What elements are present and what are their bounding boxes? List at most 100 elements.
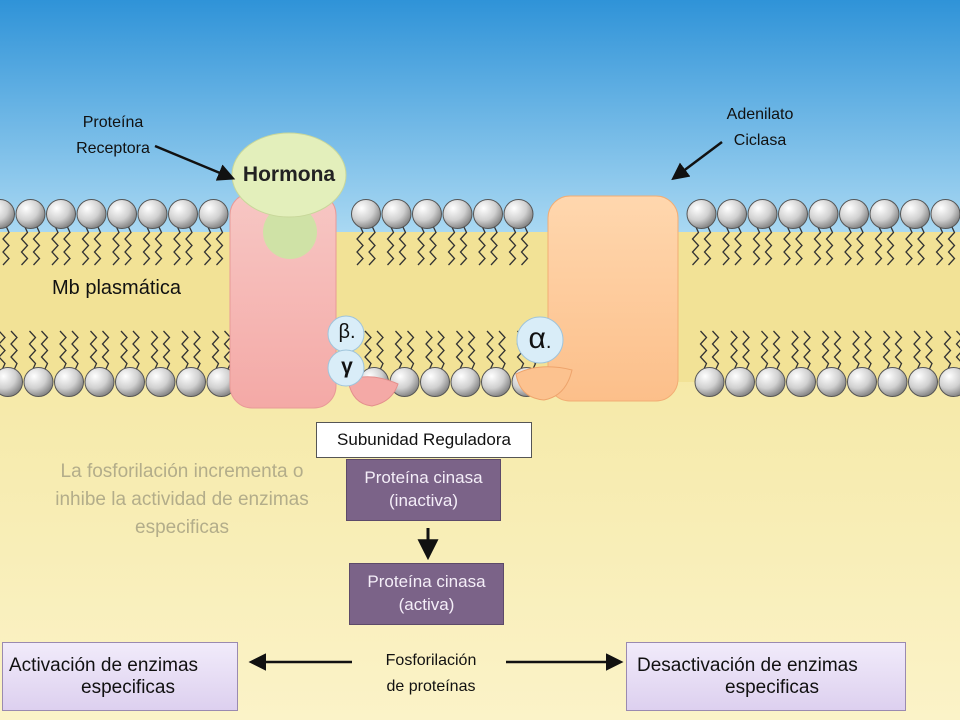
lipid-head (900, 199, 930, 229)
gamma-subunit (327, 349, 365, 387)
lipid-tail (28, 330, 37, 371)
lipid-head (137, 199, 168, 229)
lipid-head (503, 199, 534, 229)
lipid-tail (398, 225, 407, 266)
lipid-tail (825, 225, 834, 266)
lipid-tail (193, 330, 201, 371)
lipid-tail (93, 225, 102, 266)
alpha-fragment (515, 366, 573, 401)
lipid-tail (833, 330, 842, 371)
adenylate-cyclase-protein (547, 195, 679, 402)
lipid-tail (925, 330, 933, 371)
lipid-tail (905, 225, 913, 266)
lipid-tails (0, 225, 960, 371)
lipid-head (816, 367, 847, 397)
lipid-tail (874, 225, 883, 266)
lipid-tail (852, 330, 860, 371)
lipid-tail (81, 225, 90, 266)
lipid-tail (455, 330, 464, 371)
lipid-tail (459, 225, 468, 266)
lipid-head (115, 367, 145, 397)
lipid-tail (356, 225, 364, 266)
lipid-tail (711, 330, 720, 371)
lipid-head (481, 367, 511, 397)
lipid-head (54, 367, 84, 397)
lipid-tail (142, 225, 151, 266)
lipid-tail (132, 330, 140, 371)
lipid-tail (429, 225, 437, 266)
lipid-tail (821, 330, 830, 371)
lipid-tail (40, 330, 49, 371)
lipid-head (847, 367, 877, 397)
lipid-tail (32, 225, 41, 266)
lipid-tail (215, 225, 224, 266)
lipid-tail (417, 225, 425, 266)
lipid-head (450, 367, 481, 397)
lipid-tail (864, 330, 872, 371)
lipid-tail (699, 330, 708, 371)
lipid-tail (795, 225, 803, 266)
lipid-head (46, 199, 76, 229)
desactivacion-box: Desactivación de enzimas especificas (626, 642, 906, 711)
lipid-head (686, 199, 717, 229)
lipid-head (717, 199, 747, 229)
lipid-tail (20, 225, 29, 266)
lipid-tail (112, 225, 120, 266)
lipid-tail (63, 225, 71, 266)
lipid-tail (406, 330, 415, 371)
lipid-tail (943, 330, 952, 371)
lipid-tail (394, 330, 403, 371)
lipid-tail (913, 330, 921, 371)
lipid-head (198, 199, 229, 229)
lipid-tail (154, 225, 163, 266)
lipid-tail (886, 225, 895, 266)
lipid-tail (120, 330, 128, 371)
lipid-head (76, 199, 107, 229)
lipid-tail (447, 225, 456, 266)
lipid-head (176, 367, 206, 397)
lipid-head (839, 199, 869, 229)
lipid-head (694, 367, 725, 397)
lipid-tail (813, 225, 822, 266)
lipid-tail (437, 330, 445, 371)
lipid-tail (703, 225, 712, 266)
lipid-tail (772, 330, 781, 371)
lipid-tail (89, 330, 98, 371)
lipid-head (755, 367, 786, 397)
mb-plasmatica-label: Mb plasmática (52, 277, 181, 299)
lipid-tail (124, 225, 132, 266)
lipid-head (23, 367, 54, 397)
arrow-to-adenylate (671, 141, 723, 181)
lipid-tail (467, 330, 476, 371)
lipid-tail (364, 330, 372, 371)
lipid-tail (386, 225, 395, 266)
lipid-tail (181, 330, 189, 371)
fosforilacion-proteinas-label: Fosforilación de proteínas (385, 652, 477, 695)
lipid-head (938, 367, 960, 397)
lipid-head (0, 199, 15, 229)
lipid-tail (490, 225, 498, 266)
lipid-tail (917, 225, 925, 266)
lipid-tail (368, 225, 376, 266)
lipid-tail (742, 330, 750, 371)
extracellular-space (0, 0, 960, 232)
lipid-tail (520, 225, 529, 266)
lipid-tail (764, 225, 773, 266)
lipid-head (786, 367, 816, 397)
lipid-tail (101, 330, 110, 371)
lipid-tail (935, 225, 944, 266)
lipid-tail (486, 330, 494, 371)
alpha-label: α. (528, 322, 552, 355)
lipid-head (412, 199, 442, 229)
lipid-tail (752, 225, 761, 266)
g-protein-fragment (347, 376, 399, 407)
alpha-subunit (516, 316, 564, 364)
activacion-box: Activación de enzimas especificas (2, 642, 238, 711)
lipid-tail (51, 225, 59, 266)
lipid-tail (783, 225, 791, 266)
lipid-tail (947, 225, 956, 266)
lipid-tail (185, 225, 193, 266)
lipid-tail (498, 330, 506, 371)
lipid-head (381, 199, 412, 229)
lipid-tail (478, 225, 486, 266)
